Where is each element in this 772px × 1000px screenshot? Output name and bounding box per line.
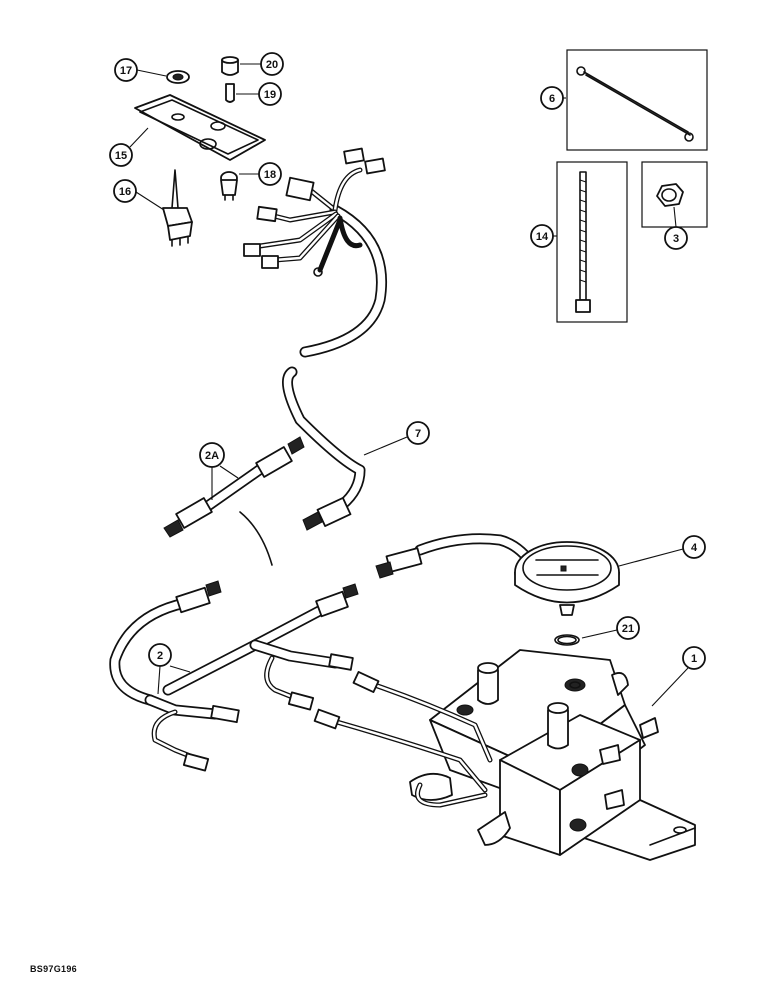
callout-14: 14 [530, 224, 557, 248]
callout-17: 17 [114, 58, 167, 82]
callout-21-label: 21 [622, 623, 634, 635]
callout-15-label: 15 [115, 150, 127, 162]
callout-4: 4 [618, 535, 706, 567]
callout-4-label: 4 [691, 542, 698, 554]
callout-15: 15 [109, 127, 149, 167]
callout-16: 16 [113, 179, 165, 211]
toggle-switch-part [162, 169, 193, 247]
callout-20: 20 [240, 52, 284, 76]
callout-14-label: 14 [536, 231, 549, 243]
callout-16-label: 16 [119, 186, 131, 198]
callout-17-label: 17 [120, 65, 132, 77]
callout-21: 21 [581, 616, 640, 640]
callout-19: 19 [236, 82, 282, 106]
callout-1-label: 1 [691, 653, 697, 665]
figure-reference-code: BS97G196 [30, 964, 77, 974]
callout-1: 1 [651, 646, 706, 707]
wiring-harness-lower [109, 580, 359, 772]
callout-7-label: 7 [415, 428, 421, 440]
callout-2a-label: 2A [205, 450, 219, 462]
cap-part [221, 56, 239, 76]
callout-2: 2 [148, 643, 191, 695]
callout-18: 18 [239, 162, 282, 186]
control-valve-assembly [313, 649, 696, 861]
callout-2a: 2A [199, 442, 239, 500]
callout-20-label: 20 [266, 59, 278, 71]
wiring-harness-upper [243, 147, 387, 531]
mounting-plate-part [134, 94, 266, 161]
callout-2-label: 2 [157, 650, 163, 662]
callout-3-label: 3 [673, 233, 679, 245]
pressure-gauge-part [375, 533, 620, 646]
grommet-part [166, 70, 190, 84]
callout-3: 3 [664, 206, 688, 250]
inset-box-ground-strap [566, 49, 708, 151]
callout-19-label: 19 [264, 89, 276, 101]
callout-6: 6 [540, 86, 566, 110]
callout-18-label: 18 [264, 169, 276, 181]
inset-box-cable-tie [556, 161, 628, 323]
adapter-harness-2a [163, 436, 305, 566]
bulb-part [225, 83, 235, 103]
callout-6-label: 6 [549, 93, 555, 105]
callout-7: 7 [363, 421, 430, 456]
indicator-lamp-part [220, 171, 238, 201]
